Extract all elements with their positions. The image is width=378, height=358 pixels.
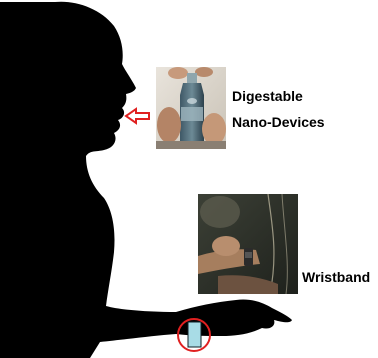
woman-silhouette xyxy=(0,2,176,358)
bottle-photo xyxy=(156,67,226,149)
nano-devices-label: Nano-Devices xyxy=(232,115,325,129)
wristband-marker-icon xyxy=(188,322,201,347)
digestable-label: Digestable xyxy=(232,89,303,103)
wristband-label: Wristband xyxy=(302,270,370,284)
arrow-icon xyxy=(126,109,149,123)
wristband-photo xyxy=(198,194,298,294)
